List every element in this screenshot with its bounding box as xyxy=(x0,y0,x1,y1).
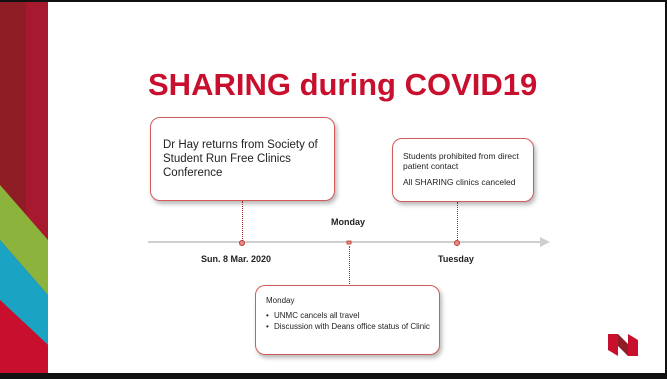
slide-border-bottom xyxy=(0,373,667,379)
event-item-monday-1: UNMC cancels all travel xyxy=(266,311,431,321)
event-text-sun: Dr Hay returns from Society of Student R… xyxy=(163,139,318,179)
connector-event-3 xyxy=(457,202,458,240)
timeline-marker-monday xyxy=(346,240,352,245)
timeline-marker-tuesday xyxy=(454,240,460,246)
date-label-monday: Monday xyxy=(331,217,366,227)
event-box-sun: Dr Hay returns from Society of Student R… xyxy=(150,117,335,201)
event-box-tuesday: Students prohibited from direct patient … xyxy=(392,138,534,202)
connector-event-2 xyxy=(349,246,350,284)
unmc-n-logo-icon xyxy=(608,334,638,356)
event-heading-monday: Monday xyxy=(266,296,295,305)
slide-border-right xyxy=(665,0,667,379)
event-item-monday-2: Discussion with Deans office status of C… xyxy=(266,322,431,332)
slide-border-top xyxy=(0,0,667,2)
timeline-arrowhead xyxy=(540,237,550,247)
event-line-tuesday-1: Students prohibited from direct patient … xyxy=(403,151,519,171)
event-list-monday: UNMC cancels all travel Discussion with … xyxy=(266,311,431,332)
slide-title: SHARING during COVID19 xyxy=(148,67,538,102)
timeline-marker-sun xyxy=(239,240,245,246)
date-label-sun: Sun. 8 Mar. 2020 xyxy=(201,254,272,264)
event-line-tuesday-2: All SHARING clinics canceled xyxy=(403,177,516,187)
connector-event-1 xyxy=(242,201,243,241)
date-label-tuesday: Tuesday xyxy=(438,254,474,264)
left-decorative-band xyxy=(0,0,48,379)
event-box-monday: Monday UNMC cancels all travel Discussio… xyxy=(255,285,440,355)
